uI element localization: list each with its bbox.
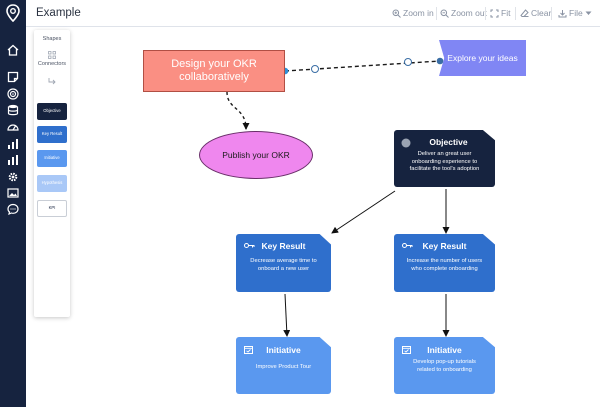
- key-icon: [402, 243, 413, 248]
- clear-icon: [520, 8, 529, 17]
- palette-objective-tile[interactable]: Objective: [37, 103, 67, 120]
- palette-key-result-tile[interactable]: Key Result: [37, 126, 67, 143]
- header-toolbar: Example Zoom in Zoom out Fit Clear File: [26, 0, 600, 27]
- initiative-title: Initiative: [427, 345, 462, 355]
- calendar-check-icon: [244, 346, 253, 354]
- zoom-in-button[interactable]: Zoom in: [392, 8, 434, 18]
- target-icon[interactable]: [5, 87, 21, 101]
- fit-button[interactable]: Fit: [490, 8, 510, 18]
- key-result-card[interactable]: Key Result Decrease average time to onbo…: [236, 234, 331, 292]
- bar-chart-icon[interactable]: [5, 137, 21, 151]
- key-result-title: Key Result: [422, 241, 467, 251]
- toolbar-divider: [515, 7, 516, 20]
- key-result-card[interactable]: Key Result Increase the number of users …: [394, 234, 495, 292]
- toolbar-divider: [436, 7, 437, 20]
- clear-label: Clear: [531, 8, 552, 18]
- key-result-description: Increase the number of users who complet…: [406, 258, 483, 272]
- settings-icon[interactable]: [5, 170, 21, 184]
- sticky-note-icon[interactable]: [5, 70, 21, 84]
- objective-description: Deliver an great user onboarding experie…: [409, 151, 480, 173]
- zoom-out-button[interactable]: Zoom out: [440, 8, 487, 18]
- file-label: File: [569, 8, 583, 18]
- image-icon[interactable]: [5, 186, 21, 200]
- key-result-description: Decrease average time to onboard a new u…: [250, 258, 317, 272]
- zoom-in-label: Zoom in: [403, 8, 434, 18]
- zoom-out-icon: [440, 9, 449, 18]
- file-menu-button[interactable]: File: [558, 8, 592, 18]
- chat-icon[interactable]: [5, 202, 21, 216]
- circle-icon: [401, 138, 411, 148]
- connector-arrow-icon[interactable]: [48, 72, 56, 85]
- nav-rail: [0, 0, 26, 407]
- document-title: Example: [36, 7, 81, 19]
- key-result-title: Key Result: [261, 241, 306, 251]
- objective-title: Objective: [429, 137, 468, 147]
- palette-hypothesis-tile[interactable]: Hypothesis: [37, 175, 67, 192]
- explore-ideas-node[interactable]: Explore your ideas: [439, 40, 526, 76]
- toolbar-divider: [551, 7, 552, 20]
- publish-okr-node[interactable]: Publish your OKR: [199, 131, 313, 179]
- home-icon[interactable]: [5, 43, 21, 57]
- objective-card[interactable]: Objective Deliver an great user onboardi…: [394, 130, 495, 187]
- initiative-title: Initiative: [266, 345, 301, 355]
- zoom-in-icon: [392, 9, 401, 18]
- fit-label: Fit: [501, 8, 511, 18]
- shapes-palette: Shapes Connectors Objective Key Result I…: [34, 30, 70, 317]
- key-icon: [244, 243, 255, 248]
- shapes-icon[interactable]: [48, 46, 56, 59]
- shapes-label: Shapes: [42, 36, 62, 42]
- palette-kpi-tile[interactable]: KPI: [37, 200, 67, 217]
- palette-initiative-tile[interactable]: Initiative: [37, 150, 67, 167]
- database-icon[interactable]: [5, 103, 21, 117]
- initiative-description: Improve Product Tour: [255, 364, 312, 370]
- initiative-card[interactable]: Initiative Improve Product Tour: [236, 337, 331, 394]
- design-okr-node[interactable]: Design your OKR collaboratively: [143, 50, 285, 92]
- initiative-description: Develop pop-up tutorials related to onbo…: [413, 359, 476, 373]
- connectors-label: Connectors: [37, 61, 67, 67]
- bar-chart-icon[interactable]: [5, 153, 21, 167]
- caret-down-icon: [585, 11, 592, 15]
- calendar-check-icon: [402, 346, 411, 354]
- gauge-icon[interactable]: [5, 120, 21, 134]
- clear-button[interactable]: Clear: [520, 8, 551, 18]
- logo-pin-icon[interactable]: [5, 4, 21, 22]
- initiative-card[interactable]: Initiative Develop pop-up tutorials rela…: [394, 337, 495, 394]
- toolbar-divider: [485, 7, 486, 20]
- file-icon: [558, 9, 567, 17]
- zoom-out-label: Zoom out: [451, 8, 487, 18]
- fit-icon: [490, 9, 499, 17]
